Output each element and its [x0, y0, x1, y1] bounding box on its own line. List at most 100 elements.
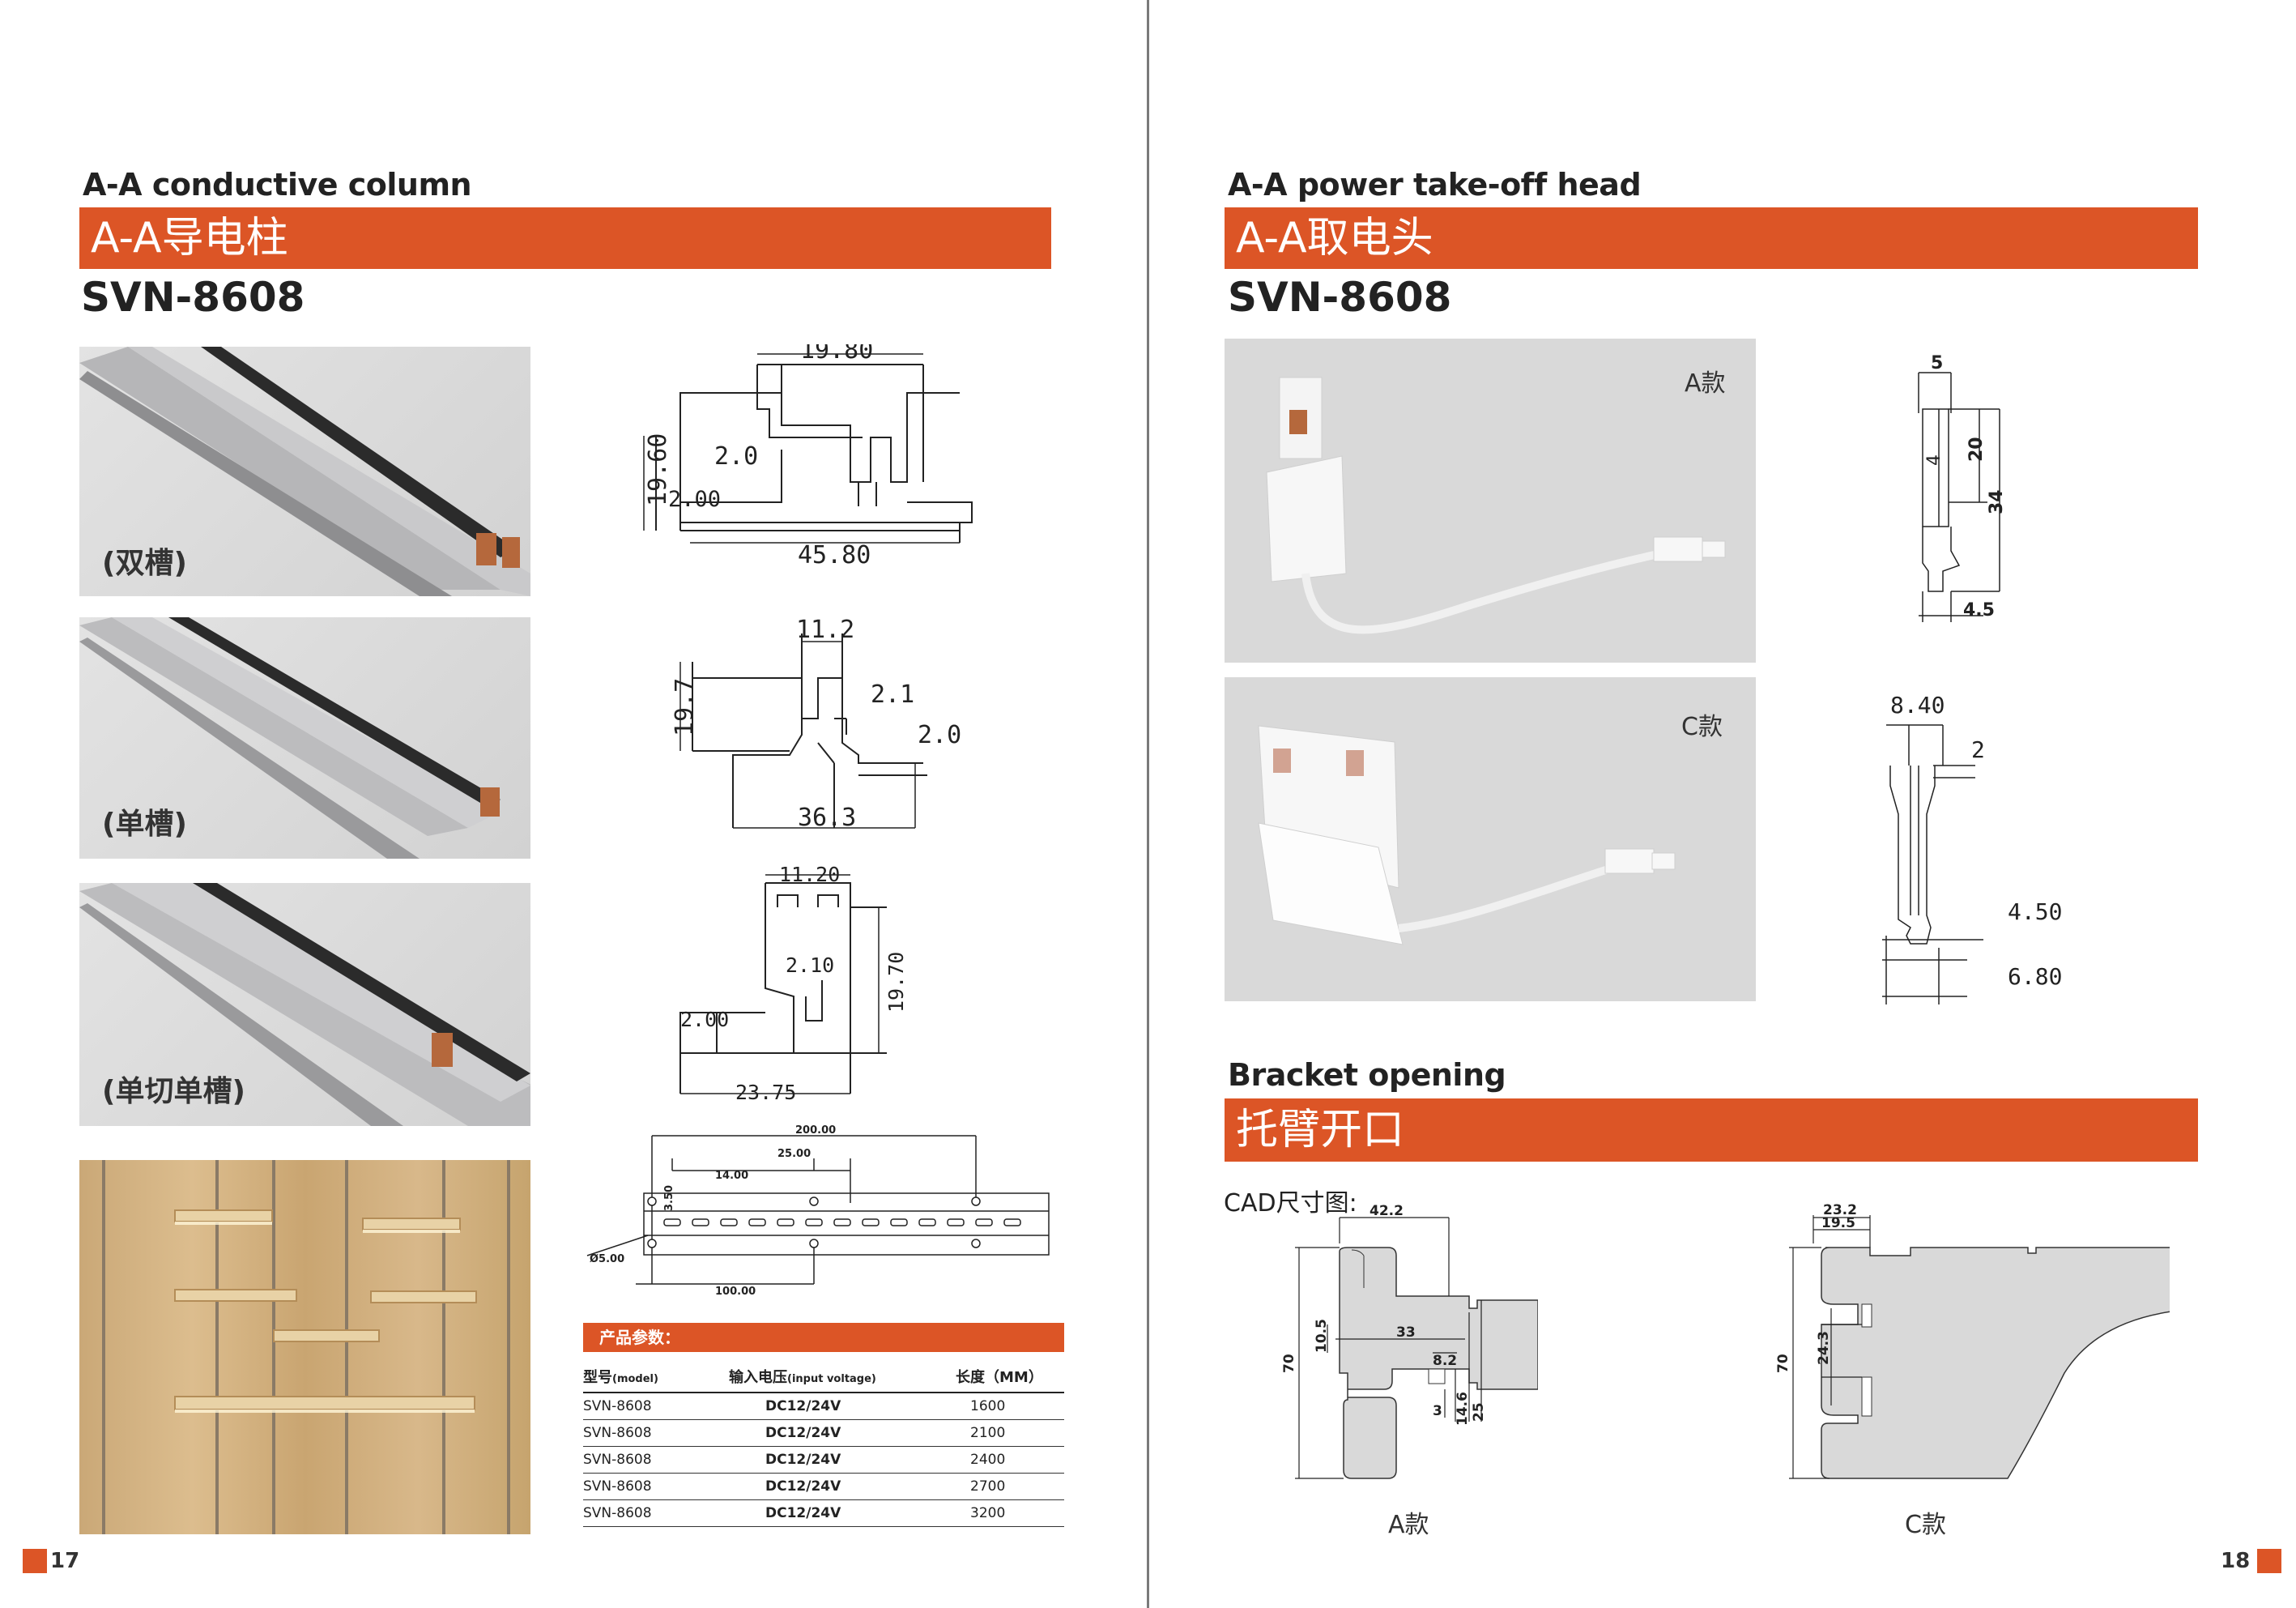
- dim-right: 19.70: [884, 952, 908, 1013]
- variant-c-photo: C款: [1225, 677, 1756, 1001]
- photo-label: (双槽): [102, 547, 187, 580]
- dim-v5: 25: [1471, 1402, 1487, 1422]
- rail-illustration: [79, 883, 530, 1126]
- table-row: SVN-8608 DC12/24V 2400: [583, 1446, 1064, 1474]
- section-title-en: A-A power take-off head: [1228, 167, 1642, 203]
- dim-v3: 3: [1433, 1403, 1442, 1419]
- dim-v1: 10.5: [1314, 1319, 1330, 1353]
- dim-total: 34: [1987, 489, 2007, 514]
- dim-w2: 19.5: [1821, 1215, 1855, 1231]
- cell-voltage: DC12/24V: [729, 1393, 956, 1420]
- table-row: SVN-8608 DC12/24V 3200: [583, 1499, 1064, 1527]
- dim-left: 19.7: [671, 678, 699, 736]
- spec-table-title: 产品参数：: [583, 1323, 1064, 1352]
- dim-left: 19.60: [644, 433, 672, 506]
- dim-v4: 14.6: [1455, 1392, 1471, 1426]
- rail-hole-drawing: 200.00 25.00 14.00 3.50 Ø5.00 100.00: [586, 1124, 1050, 1298]
- page-number: 17: [50, 1549, 80, 1573]
- dim-slot: 2.1: [871, 680, 914, 709]
- dim-hole-d: Ø5.00: [590, 1253, 624, 1265]
- page-spine: [1147, 0, 1149, 1608]
- photo-label: (单切单槽): [102, 1075, 245, 1108]
- dim-h: 70: [1281, 1354, 1297, 1373]
- section-title-cn: A-A导电柱: [79, 207, 1051, 269]
- dim-bottom: 36.3: [798, 804, 856, 832]
- page-number: 18: [2221, 1549, 2251, 1573]
- model-number: SVN-8608: [81, 274, 305, 321]
- section-title-cn: A-A取电头: [1225, 207, 2198, 269]
- cell-length: 3200: [956, 1499, 1064, 1527]
- dim-offset: 14.00: [715, 1170, 748, 1182]
- dim-wall: 2.00: [668, 487, 721, 512]
- shelf-illustration: [102, 1160, 510, 1534]
- dim-span: 100.00: [715, 1286, 756, 1298]
- connector-illustration: [1258, 725, 1676, 945]
- right-page: A-A power take-off head A-A取电头 SVN-8608 …: [1149, 0, 2296, 1608]
- dim-hole-h: 3.50: [663, 1185, 675, 1211]
- rail-illustration: [79, 617, 501, 859]
- header-model: 型号(model): [583, 1360, 729, 1393]
- variant-c-drawing: 8.40 2 4.50 6.80: [1882, 692, 2062, 1004]
- bracket-a-drawing: 42.2 70 33 10.5 8.2 3 14.6 25: [1281, 1203, 1538, 1479]
- product-photo-single-slot: (单槽): [79, 617, 530, 859]
- cell-model: SVN-8608: [583, 1393, 729, 1420]
- variant-a-drawing: 5 20 34 4.5 4: [1918, 353, 2007, 622]
- dim-slot: 2.10: [786, 953, 834, 977]
- dim-mid: 20: [1966, 437, 1987, 462]
- table-header-row: 型号(model) 输入电压(input voltage) 长度（MM）: [583, 1360, 1064, 1393]
- left-page: A-A conductive column A-A导电柱 SVN-8608 (双…: [0, 0, 1147, 1608]
- dim-slot: 2.0: [714, 442, 758, 471]
- header-voltage: 输入电压(input voltage): [729, 1360, 956, 1393]
- product-photo-double-slot: (双槽): [79, 347, 530, 596]
- dim-d2: 6.80: [2008, 963, 2062, 990]
- bracket-title-cn: 托臂开口: [1225, 1098, 2198, 1162]
- dim-bottom: 23.75: [735, 1081, 796, 1104]
- dim-mark: 4: [1924, 454, 1945, 466]
- section-title-en: A-A conductive column: [83, 167, 472, 203]
- dim-pitch: 25.00: [777, 1148, 811, 1160]
- cell-voltage: DC12/24V: [729, 1473, 956, 1500]
- cell-voltage: DC12/24V: [729, 1446, 956, 1474]
- dim-top: 19.80: [800, 344, 873, 365]
- dim-bottom: 4.5: [1963, 600, 1995, 621]
- dim-inner: 33: [1396, 1324, 1416, 1341]
- dim-h: 70: [1775, 1354, 1791, 1373]
- dim-slot: 2: [1971, 736, 1985, 763]
- bracket-title-en: Bracket opening: [1228, 1057, 1506, 1093]
- installation-photo: [79, 1160, 530, 1534]
- spec-table: 型号(model) 输入电压(input voltage) 长度（MM） SVN…: [583, 1360, 1064, 1527]
- cell-length: 2400: [956, 1446, 1064, 1474]
- cell-length: 2700: [956, 1473, 1064, 1500]
- table-row: SVN-8608 DC12/24V 1600: [583, 1393, 1064, 1420]
- photo-label: (单槽): [102, 808, 187, 841]
- profile-drawing-single-slot: 11.2 19.7 2.1 2.0 36.3: [671, 616, 961, 832]
- variant-a-photo: A款: [1225, 339, 1756, 663]
- cell-voltage: DC12/24V: [729, 1419, 956, 1447]
- bracket-c-label: C款: [1905, 1511, 1946, 1539]
- dim-v: 24.3: [1816, 1331, 1832, 1365]
- profile-drawing-single-cut: 11.20 2.10 19.70 2.00 23.75: [679, 863, 908, 1104]
- cell-model: SVN-8608: [583, 1419, 729, 1447]
- header-length: 长度（MM）: [956, 1360, 1064, 1393]
- spec-table-section: 产品参数： 型号(model) 输入电压(input voltage) 长度（M…: [583, 1323, 1064, 1527]
- dim-v2: 8.2: [1433, 1353, 1457, 1369]
- dim-w: 42.2: [1370, 1203, 1404, 1219]
- dim-w1: 23.2: [1823, 1203, 1857, 1218]
- cell-model: SVN-8608: [583, 1473, 729, 1500]
- page-marker: [23, 1549, 47, 1573]
- bracket-a-label: A款: [1388, 1511, 1429, 1539]
- dim-top: 11.2: [796, 616, 854, 644]
- bracket-c-drawing: 23.2 19.5 70 24.3 20: [1775, 1203, 2170, 1479]
- dim-d1: 4.50: [2008, 898, 2062, 925]
- dim-bottom: 45.80: [798, 541, 871, 569]
- cell-length: 2100: [956, 1419, 1064, 1447]
- rail-illustration: [79, 347, 530, 596]
- cell-model: SVN-8608: [583, 1446, 729, 1474]
- dim-wall: 2.0: [918, 721, 961, 749]
- cell-length: 1600: [956, 1393, 1064, 1420]
- dim-top: 5: [1931, 353, 1943, 373]
- table-row: SVN-8608 DC12/24V 2100: [583, 1419, 1064, 1447]
- cad-label: CAD尺寸图:: [1224, 1189, 1357, 1218]
- profile-drawing-double-slot: 19.80 19.60 2.0 2.00 45.80: [643, 344, 973, 569]
- variant-label: A款: [1685, 369, 1726, 398]
